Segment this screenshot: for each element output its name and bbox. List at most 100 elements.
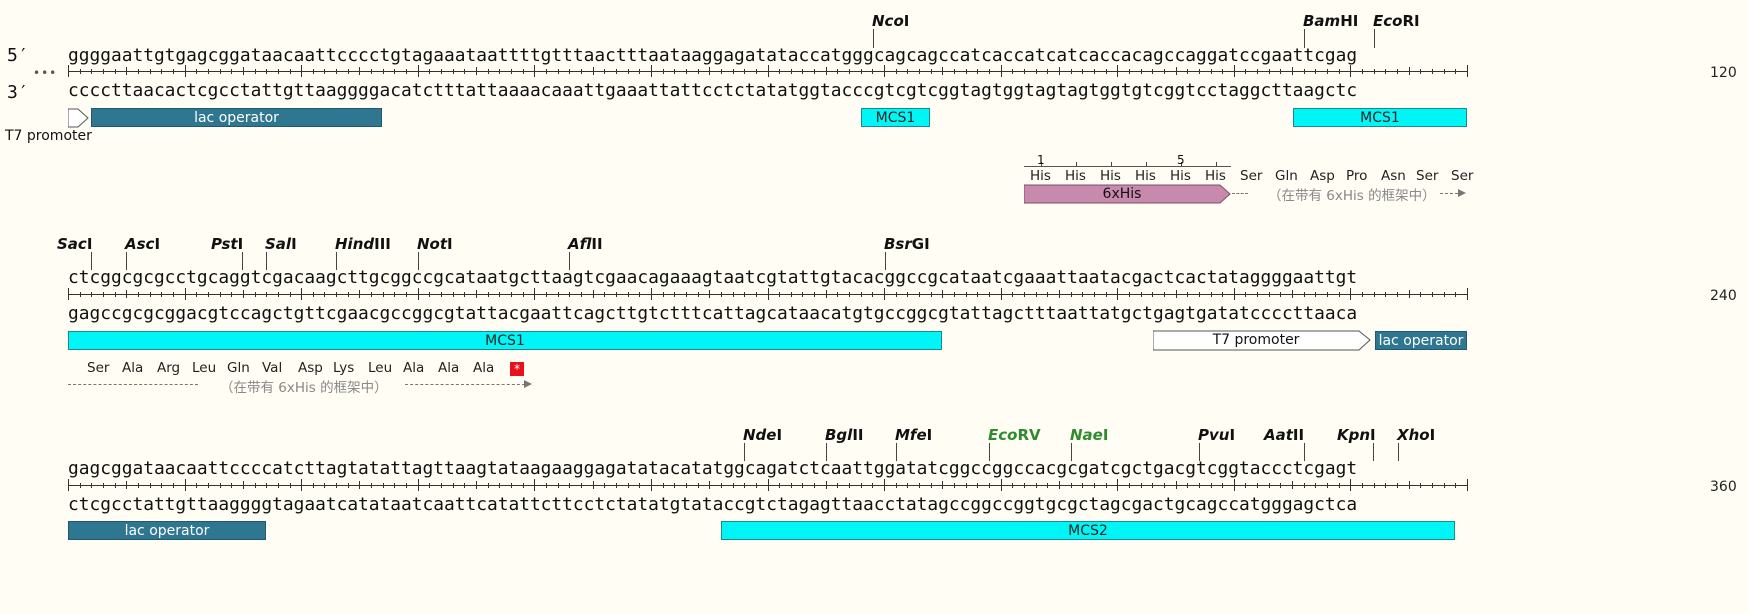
enzyme-pvui[interactable]: PvuI [1198,426,1236,444]
enzyme-ndei[interactable]: NdeI [743,426,783,444]
enzyme-sali[interactable]: SalI [265,235,297,253]
ruler-tick [149,291,151,297]
enzyme-ncoi[interactable]: NcoI [872,12,910,30]
ruler-tick [219,482,221,488]
aa-tick [1041,162,1042,166]
aa-number: 5 [1177,153,1185,167]
ruler-tick [872,482,874,488]
feature-lac-operator[interactable]: lac operator [1375,331,1467,350]
ruler-tick [1128,291,1130,297]
feature-mcs1[interactable]: MCS1 [68,331,942,350]
ruler-tick [441,482,443,488]
ruler-tick [557,291,559,297]
ruler-tick [650,288,652,300]
sequence-top-strand[interactable]: ggggaattgtgagcggataacaattcccctgtagaaataa… [68,45,1358,66]
ruler-tick [68,65,69,77]
enzyme-aflii[interactable]: AflII [568,235,603,253]
ruler-tick [930,482,932,488]
ruler-tick [1233,288,1235,300]
ruler-tick [1350,65,1352,77]
enzyme-bsrgi[interactable]: BsrGI [884,235,930,253]
enzyme-ecorv[interactable]: EcoRV [988,426,1041,444]
enzyme-bglii[interactable]: BglII [825,426,864,444]
ruler-tick [1443,291,1445,297]
ruler-tick [1082,291,1084,297]
ruler-tick [184,288,186,300]
ruler-tick [1163,291,1165,297]
feature-lac-operator[interactable]: lac operator [91,108,382,127]
sequence-bottom-strand[interactable]: ccccttaacactcgcctattgttaaggggacatctttatt… [68,80,1358,101]
t7-promoter-arrow[interactable] [1153,330,1373,351]
enzyme-kpni[interactable]: KpnI [1337,426,1376,444]
sequence-bottom-strand[interactable]: ctcgcctattgttaaggggtagaatcatataatcaattca… [68,494,1358,515]
ruler-tick [394,291,396,297]
ruler-tick [161,482,163,488]
enzyme-naei[interactable]: NaeI [1070,426,1109,444]
ruler-tick [954,482,956,488]
ruler-tick [895,482,897,488]
ruler-tick [837,291,839,297]
ruler-tick [277,482,279,488]
ruler-tick [114,291,116,297]
ruler-tick [266,68,268,74]
frame-note: （在带有 6xHis 的框架中） [1268,188,1436,204]
ruler-tick [487,482,489,488]
feature-6xhis-arrow[interactable] [1024,184,1234,204]
enzyme-ecori[interactable]: EcoRI [1373,12,1420,30]
ruler-tick [557,482,559,488]
ruler-tick [511,68,513,74]
ruler-tick [849,482,851,488]
ruler-tick [301,288,303,300]
enzyme-asci[interactable]: AscI [125,235,161,253]
ruler-tick [545,482,547,488]
ellipsis-icon[interactable]: ••• [33,66,58,80]
feature-mcs2[interactable]: MCS2 [721,521,1455,540]
amino-acid: Asp [1310,168,1335,184]
ruler-tick [790,68,792,74]
ruler-tick [942,290,944,298]
enzyme-aatii[interactable]: AatII [1264,426,1305,444]
ruler-tick [755,482,757,488]
sequence-top-strand[interactable]: gagcggataacaattccccatcttagtatattagttaagt… [68,458,1358,479]
ruler-tick [441,291,443,297]
enzyme-mfei[interactable]: MfeI [895,426,933,444]
enzyme-bamhi[interactable]: BamHI [1303,12,1359,30]
ruler-tick [942,481,944,489]
ruler-tick [312,291,314,297]
ruler-tick [207,68,209,74]
ruler-tick [709,67,711,75]
ruler-tick [650,479,652,491]
ruler-tick [464,68,466,74]
ruler-tick [91,482,93,488]
ruler-tick [359,67,361,75]
feature-mcs1[interactable]: MCS1 [1293,108,1467,127]
feature-lac-operator[interactable]: lac operator [68,521,266,540]
enzyme-xhoi[interactable]: XhoI [1397,426,1436,444]
ruler-tick [172,291,174,297]
feature-mcs1[interactable]: MCS1 [861,108,930,127]
ruler-tick [1012,68,1014,74]
ruler-tick [1280,68,1282,74]
ruler-tick [1163,482,1165,488]
sequence-bottom-strand[interactable]: gagccgcgcggacgtccagctgttcgaacgccggcgtatt… [68,303,1358,324]
enzyme-hindiii[interactable]: HindIII [335,235,391,253]
ruler-tick [814,291,816,297]
ruler-tick [732,482,734,488]
enzyme-noti[interactable]: NotI [417,235,453,253]
ruler-tick [1012,482,1014,488]
ruler-tick [814,482,816,488]
ruler-tick [779,482,781,488]
ruler-tick [91,291,93,297]
enzyme-saci[interactable]: SacI [57,235,93,253]
ruler-tick [149,68,151,74]
ruler-tick [277,291,279,297]
ruler-tick [989,291,990,297]
amino-acid: Asp [298,360,323,376]
ruler-tick [499,68,501,74]
t7-promoter-arrow[interactable] [68,108,90,128]
amino-acid: Pro [1346,168,1368,184]
ruler-tick [1210,68,1212,74]
sequence-top-strand[interactable]: ctcggcgcgcctgcaggtcgacaagcttgcggccgcataa… [68,267,1358,288]
amino-acid: Ala [438,360,460,376]
enzyme-psti[interactable]: PstI [211,235,244,253]
